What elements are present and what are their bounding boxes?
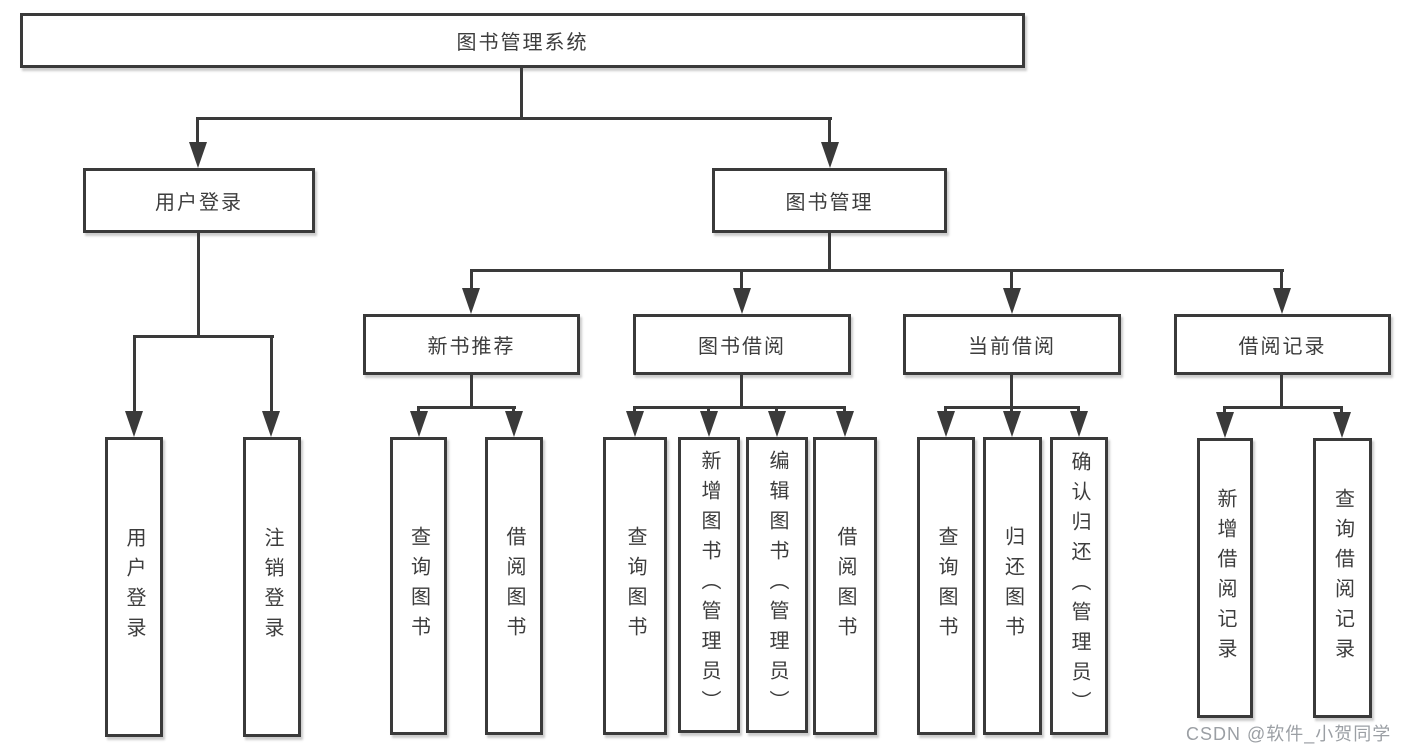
node-current-borrowing: 当前借阅 (903, 314, 1121, 375)
connector-stem (1010, 375, 1013, 408)
node-user-login: 用户登录 (83, 168, 315, 233)
node-label: 借阅图书 (834, 526, 856, 646)
node-label: 查询借阅记录 (1331, 488, 1354, 668)
node-label: 查询图书 (407, 526, 430, 646)
connector-arm (1077, 406, 1080, 413)
node-query-books: 查询图书 (917, 437, 975, 735)
connector-arm (1340, 406, 1343, 414)
node-query-books: 查询图书 (603, 437, 667, 735)
connector-user-login-splitter (133, 335, 274, 338)
arrow-down-icon (836, 411, 854, 437)
connector-arm-new-book (470, 269, 473, 290)
connector-user-login-stem (197, 233, 200, 337)
connector-splitter (1223, 406, 1343, 409)
connector-level3-splitter (470, 269, 1284, 272)
node-label: 确认归还（管理员） (1068, 451, 1090, 721)
connector-stem (740, 375, 743, 408)
node-book-borrowing: 图书借阅 (633, 314, 851, 375)
arrow-down-icon (410, 411, 428, 437)
node-label: 查询图书 (624, 526, 646, 646)
connector-arm (843, 406, 846, 413)
arrow-down-icon (1070, 411, 1088, 437)
connector-arm (944, 406, 947, 413)
arrow-down-icon (1333, 412, 1351, 438)
arrow-down-icon (937, 411, 955, 437)
connector-arm-login (133, 335, 136, 411)
arrow-down-icon (1003, 288, 1021, 314)
connector-splitter (633, 406, 846, 409)
node-logout: 注销登录 (243, 437, 301, 737)
arrow-down-icon (768, 411, 786, 437)
node-label: 归还图书 (1001, 526, 1024, 646)
connector-arm-current-borrow (1010, 269, 1013, 290)
node-new-book-recommend: 新书推荐 (363, 314, 580, 375)
node-query-books: 查询图书 (390, 437, 447, 735)
node-borrowing-records: 借阅记录 (1174, 314, 1391, 375)
arrow-down-icon (1216, 412, 1234, 438)
node-library-system: 图书管理系统 (20, 13, 1025, 68)
connector-root-stem (520, 68, 523, 119)
csdn-watermark: CSDN @软件_小贺同学 (1186, 724, 1392, 744)
node-borrow-books: 借阅图书 (813, 437, 877, 735)
connector-level2-splitter (196, 117, 832, 120)
connector-arm (707, 406, 710, 413)
node-add-borrow-record: 新增借阅记录 (1197, 438, 1253, 718)
arrow-down-icon (1273, 288, 1291, 314)
connector-arm-logout (270, 335, 273, 411)
node-add-books-admin: 新增图书（管理员） (678, 437, 740, 733)
arrow-down-icon (262, 411, 280, 437)
connector-stem (470, 375, 473, 408)
node-book-management: 图书管理 (712, 168, 947, 233)
node-query-borrow-record: 查询借阅记录 (1313, 438, 1372, 718)
arrow-down-icon (462, 288, 480, 314)
node-label: 编辑图书（管理员） (766, 450, 788, 720)
arrow-down-icon (125, 411, 143, 437)
connector-arm-book-mgmt (828, 117, 831, 144)
connector-arm (417, 406, 420, 413)
connector-stem (1280, 375, 1283, 408)
connector-arm-borrow-records (1280, 269, 1283, 290)
node-edit-books-admin: 编辑图书（管理员） (746, 437, 808, 733)
arrow-down-icon (1003, 411, 1021, 437)
connector-splitter (417, 406, 516, 409)
connector-arm (1010, 406, 1013, 413)
node-label: 借阅图书 (503, 526, 525, 646)
arrow-down-icon (821, 142, 839, 168)
node-label: 用户登录 (123, 527, 145, 647)
arrow-down-icon (189, 142, 207, 168)
arrow-down-icon (700, 411, 718, 437)
node-label: 注销登录 (261, 527, 283, 647)
node-label: 查询图书 (935, 526, 957, 646)
connector-arm-book-borrow (740, 269, 743, 290)
node-label: 新增图书（管理员） (698, 450, 720, 720)
node-borrow-books: 借阅图书 (485, 437, 543, 735)
connector-arm (633, 406, 636, 413)
connector-arm (512, 406, 515, 413)
node-label: 新增借阅记录 (1214, 488, 1236, 668)
connector-arm-user-login (196, 117, 199, 144)
arrow-down-icon (505, 411, 523, 437)
arrow-down-icon (626, 411, 644, 437)
node-return-books: 归还图书 (983, 437, 1042, 735)
connector-arm (775, 406, 778, 413)
connector-book-mgmt-stem (828, 233, 831, 272)
node-user-login-leaf: 用户登录 (105, 437, 163, 737)
connector-arm (1223, 406, 1226, 414)
arrow-down-icon (733, 288, 751, 314)
node-confirm-return-admin: 确认归还（管理员） (1050, 437, 1108, 735)
